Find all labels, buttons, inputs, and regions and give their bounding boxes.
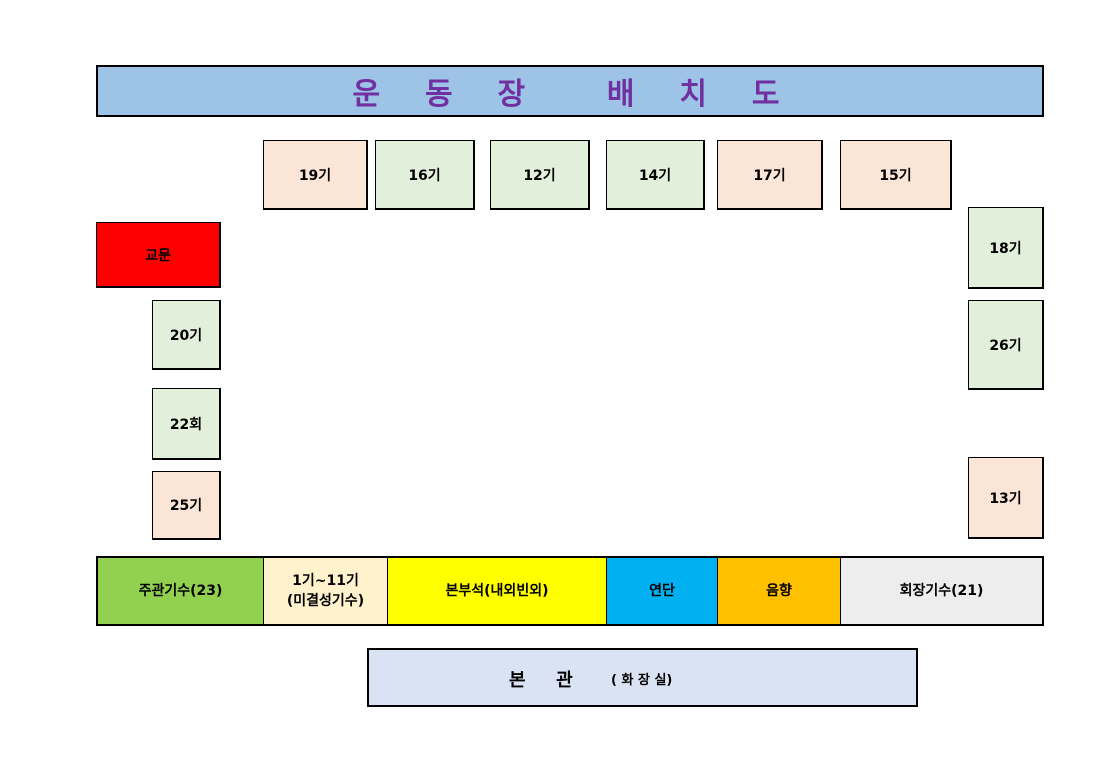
zone-13: 13기	[968, 457, 1044, 539]
zone-14: 14기	[606, 140, 705, 210]
zone-label: 20기	[169, 327, 203, 344]
page-title: 운 동 장 배 치 도	[96, 65, 1044, 117]
chair-class-area: 회장기수(21)	[841, 556, 1044, 626]
zone-25: 25기	[152, 471, 221, 540]
zone-17: 17기	[717, 140, 823, 210]
host-class-label: 주관기수(23)	[138, 583, 223, 599]
zone-label: 16기	[408, 167, 441, 184]
chair-class-label: 회장기수(21)	[899, 583, 984, 599]
main-building: 본 관 ( 화 장 실)	[367, 648, 918, 707]
host-class-area: 주관기수(23)	[96, 556, 264, 626]
zone-label: 15기	[879, 167, 912, 184]
zone-label: 18기	[989, 240, 1022, 257]
zone-label: 25기	[169, 498, 203, 514]
zone-label: 13기	[989, 490, 1022, 507]
zone-label: 14기	[638, 167, 672, 184]
zone-label: 22회	[169, 416, 203, 433]
zone-26: 26기	[968, 300, 1044, 390]
zone-19: 19기	[263, 140, 368, 210]
sound-label: 음향	[766, 583, 792, 599]
unorganized-line1: 1기~11기	[292, 573, 359, 589]
headquarters-area: 본부석(내외빈외)	[388, 556, 607, 626]
main-building-name: 본 관	[509, 670, 579, 691]
unorganized-line2: (미결성기수)	[286, 593, 365, 609]
zone-label: 12기	[523, 167, 556, 184]
sound-area: 음향	[718, 556, 841, 626]
headquarters-label: 본부석(내외빈외)	[445, 583, 549, 599]
zone-16: 16기	[375, 140, 475, 210]
zone-12: 12기	[490, 140, 590, 210]
gate-label: 교문	[145, 247, 171, 264]
zone-label: 17기	[753, 167, 786, 184]
gate: 교문	[96, 222, 221, 288]
zone-22: 22회	[152, 388, 221, 460]
zone-18: 18기	[968, 207, 1044, 289]
zone-label: 26기	[989, 337, 1022, 354]
zone-20: 20기	[152, 300, 221, 370]
stage-area: 연단	[607, 556, 718, 626]
page-title-text: 운 동 장 배 치 도	[352, 77, 788, 112]
stage-label: 연단	[649, 583, 675, 599]
zone-label: 19기	[298, 167, 332, 184]
unorganized-class-area: 1기~11기 (미결성기수)	[264, 556, 388, 626]
main-building-note: ( 화 장 실)	[611, 673, 673, 688]
zone-15: 15기	[840, 140, 952, 210]
